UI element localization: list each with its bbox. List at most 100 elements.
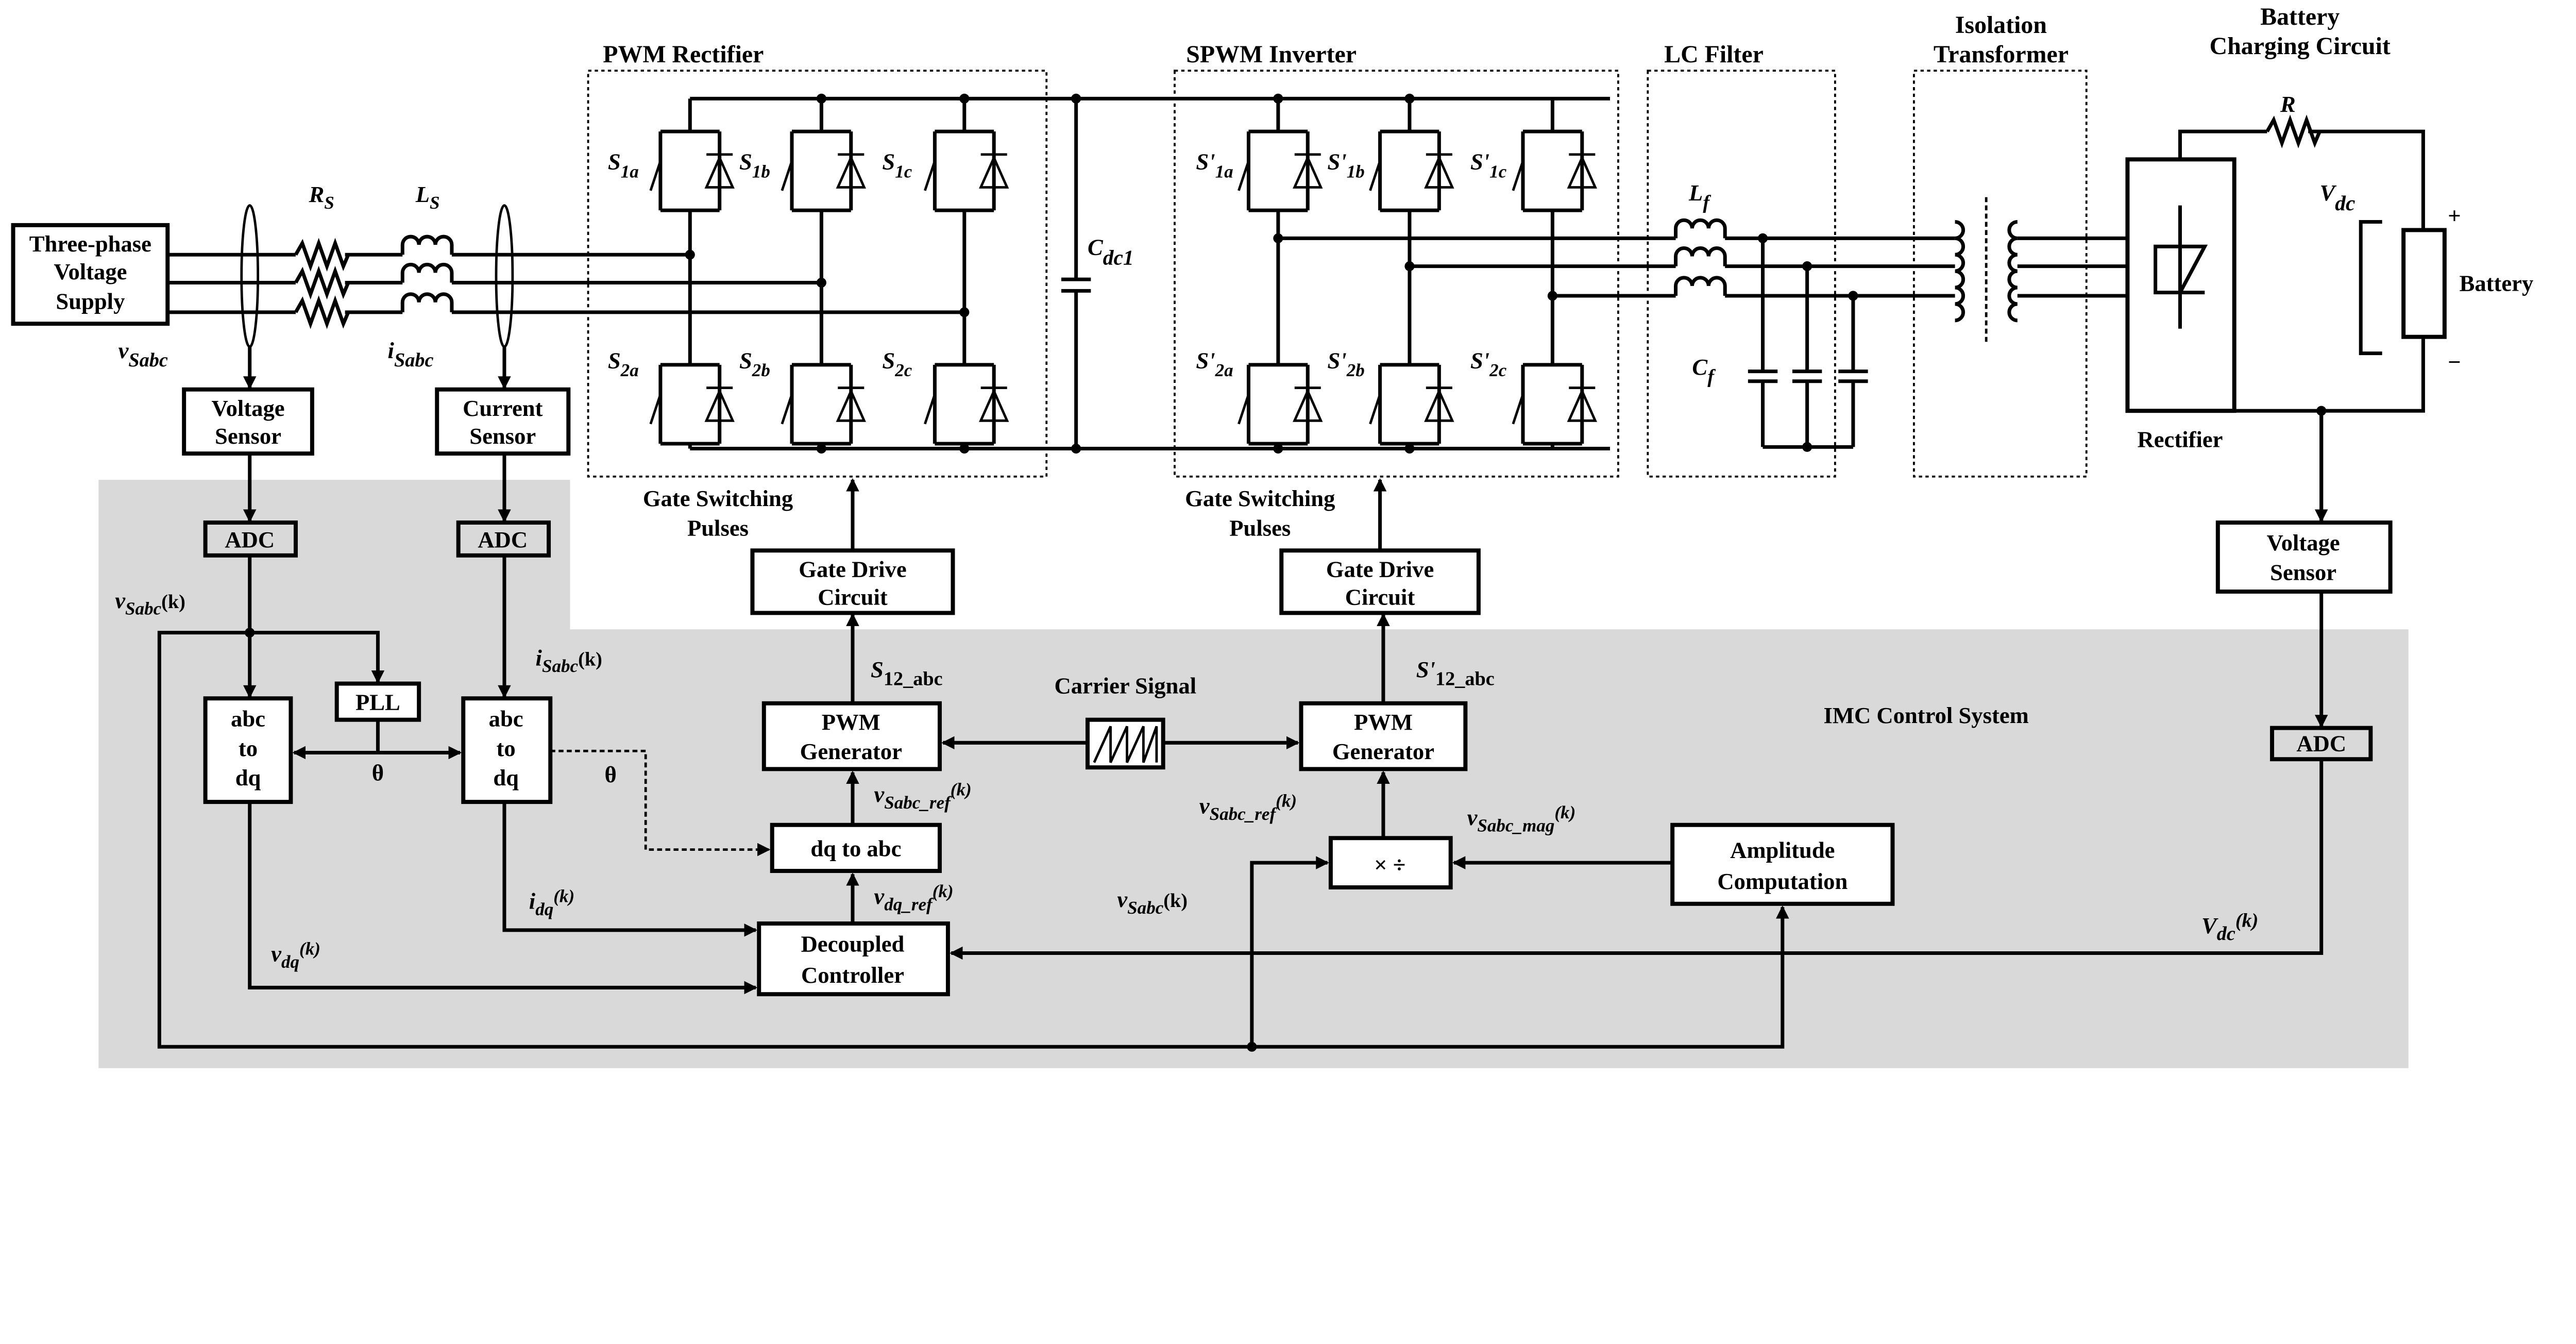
- sp2c-label: S'2c: [1470, 347, 1507, 380]
- pll-label: PLL: [355, 690, 400, 715]
- amplitude-label-2: Computation: [1717, 868, 1848, 894]
- theta-label-1: θ: [372, 760, 384, 786]
- rs-label: RS: [309, 181, 334, 213]
- current-probe: [495, 204, 514, 348]
- minus-sign: −: [2448, 349, 2461, 375]
- s2c-label: S2c: [882, 347, 912, 380]
- gate-drive-label-4: Circuit: [1345, 584, 1415, 610]
- abc-dq-i-3: dq: [493, 765, 519, 791]
- gate-drive-label-1: Gate Drive: [799, 556, 906, 582]
- adc-dc-label: ADC: [2296, 730, 2346, 756]
- gate-drive-label-3: Gate Drive: [1326, 556, 1434, 582]
- battery-charging-title-2: Charging Circuit: [2210, 32, 2391, 60]
- vsabc-ref-label-2: vSabc_ref(k): [1199, 791, 1297, 825]
- multiplier-divider-label: × ÷: [1374, 852, 1405, 878]
- pwm-gen-label-3: PWM: [1354, 709, 1413, 735]
- s1c-label: S1c: [882, 148, 912, 181]
- pwm-gen-label-2: Generator: [800, 738, 902, 764]
- spwm-inverter: [1239, 98, 1955, 449]
- right-voltage-sensor-label-1: Voltage: [2267, 530, 2340, 556]
- s1b-label: S1b: [739, 148, 770, 181]
- isolation-transformer: [1955, 197, 2128, 345]
- s12-label: S12_abc: [871, 657, 943, 690]
- cdc1-label: Cdc1: [1088, 234, 1134, 269]
- s1a-label: S1a: [608, 148, 639, 181]
- lf-label: Lf: [1688, 180, 1711, 213]
- lc-filter-box: [1647, 70, 1836, 478]
- sp1b-label: S'1b: [1328, 148, 1365, 181]
- gate-pulses-label-3: Gate Switching: [1185, 485, 1335, 511]
- voltage-sensor: [182, 387, 314, 456]
- battery: [2401, 228, 2447, 339]
- rectifier-diode-icon: [2154, 205, 2208, 329]
- control-area: [98, 480, 2409, 1068]
- pwm-generator-inverter: [1299, 701, 1468, 771]
- vdq-ref-label: vdq_ref(k): [874, 881, 953, 915]
- abc-dq-i-2: to: [497, 735, 516, 761]
- voltage-sensor-label-1: Voltage: [211, 395, 284, 421]
- supply-label-3: Supply: [56, 288, 125, 314]
- abc-dq-i-1: abc: [489, 705, 523, 731]
- sp2a-label: S'2a: [1196, 347, 1233, 380]
- spwm-inverter-title: SPWM Inverter: [1186, 41, 1357, 68]
- vdc-k-label: Vdc(k): [2201, 910, 2258, 945]
- lc-filter-title: LC Filter: [1664, 41, 1764, 68]
- multiplier-divider: [1328, 836, 1453, 889]
- voltage-sensor-label-2: Sensor: [215, 423, 281, 449]
- r-label: R: [2280, 91, 2296, 117]
- isabc-k-label: iSabc(k): [536, 645, 602, 676]
- abc-dq-v-2: to: [239, 735, 258, 761]
- isolation-transformer-title: Isolation: [1955, 11, 2047, 39]
- decoupled-label-2: Controller: [801, 962, 904, 988]
- adc-voltage-label: ADC: [225, 527, 275, 552]
- isabc-label: iSabc: [388, 338, 434, 371]
- vsabc-k-label-2: vSabc(k): [1117, 886, 1188, 918]
- pwm-gen-label-4: Generator: [1332, 738, 1434, 764]
- pwm-rectifier-box: [587, 70, 1048, 478]
- sp1a-label: S'1a: [1196, 148, 1233, 181]
- right-voltage-sensor-label-2: Sensor: [2270, 560, 2336, 585]
- idq-label: idq(k): [529, 886, 574, 920]
- phase-lines: [167, 237, 964, 324]
- theta-label-2: θ: [604, 762, 616, 787]
- pwm-gen-label-1: PWM: [822, 709, 880, 735]
- right-voltage-sensor: [2215, 520, 2393, 594]
- three-phase-supply: [11, 223, 170, 326]
- cf-label: Cf: [1692, 354, 1716, 388]
- gate-pulses-label-1: Gate Switching: [643, 485, 793, 511]
- vsabc-mag-label: vSabc_mag(k): [1467, 802, 1576, 836]
- adc-dc: [2270, 726, 2373, 762]
- vsabc-ref-label-1: vSabc_ref(k): [874, 779, 971, 813]
- current-sensor-label-2: Sensor: [469, 423, 536, 449]
- lc-filter: [1676, 220, 1868, 452]
- gate-pulses-label-2: Pulses: [687, 515, 749, 541]
- decoupled-label-1: Decoupled: [801, 931, 905, 956]
- voltage-probe: [240, 204, 260, 348]
- transformer-box: [1913, 70, 2088, 478]
- adc-current-label: ADC: [478, 527, 528, 552]
- s2a-label: S2a: [608, 347, 639, 380]
- rectifier-label: Rectifier: [2138, 426, 2223, 452]
- sp1c-label: S'1c: [1470, 148, 1507, 181]
- battery-charging-title: Battery: [2260, 3, 2340, 30]
- supply-label-2: Voltage: [54, 259, 127, 284]
- gate-drive-rectifier: [750, 548, 955, 615]
- vdc-label: Vdc: [2320, 180, 2355, 215]
- vdq-label: vdq(k): [271, 939, 320, 972]
- pwm-rectifier: [651, 93, 1610, 454]
- pwm-generator-rectifier: [761, 701, 942, 771]
- gate-pulses-label-4: Pulses: [1229, 515, 1291, 541]
- current-sensor-label-1: Current: [463, 395, 543, 421]
- amplitude-computation: [1670, 822, 1895, 906]
- carrier-signal: [1085, 717, 1165, 770]
- spwm-inverter-box: [1174, 70, 1619, 478]
- battery-label: Battery: [2460, 270, 2534, 296]
- ls-label: LS: [415, 181, 440, 213]
- dq-to-abc: [770, 822, 942, 873]
- current-sensor: [435, 387, 571, 456]
- carrier-signal-label: Carrier Signal: [1055, 673, 1197, 699]
- dq-to-abc-label: dq to abc: [810, 835, 901, 861]
- vsabc-k-label-1: vSabc(k): [115, 587, 185, 619]
- isolation-transformer-title-2: Transformer: [1934, 41, 2069, 68]
- sp2b-label: S'2b: [1328, 347, 1365, 380]
